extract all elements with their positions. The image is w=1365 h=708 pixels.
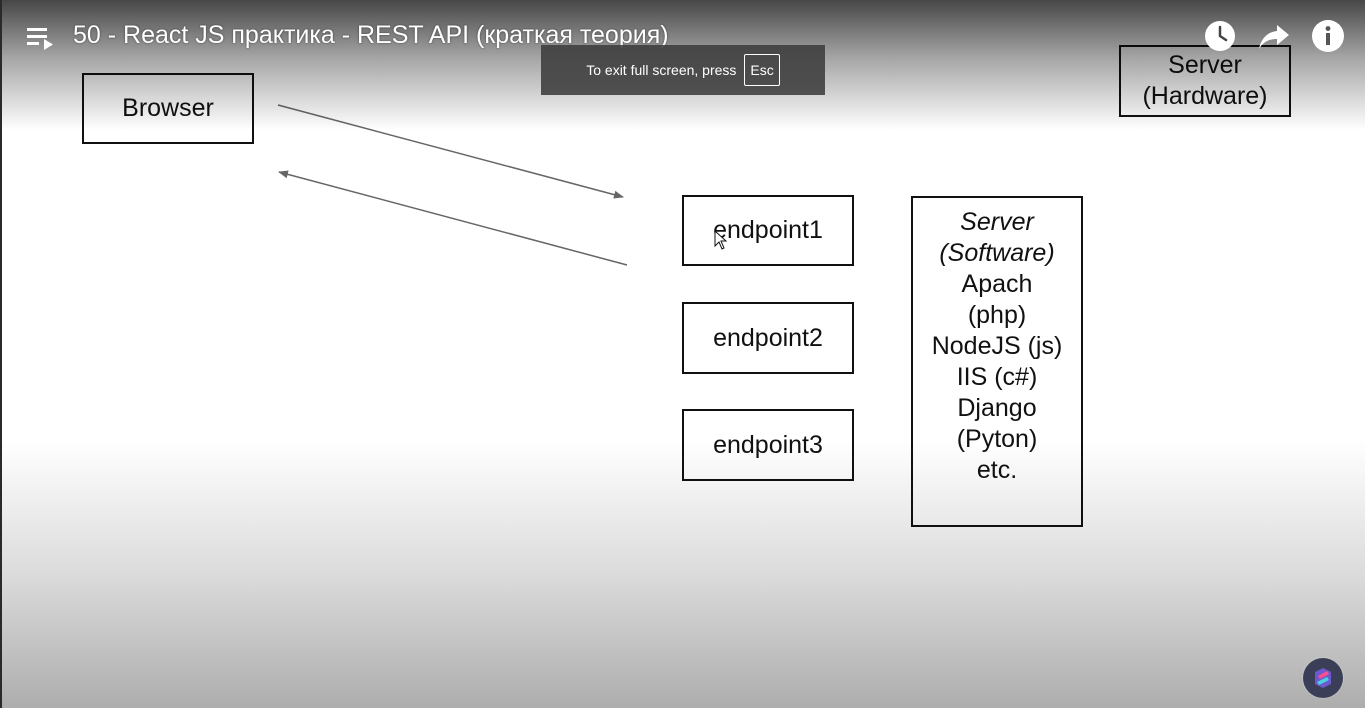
playlist-icon[interactable]: [25, 25, 55, 51]
frame-edge: [0, 0, 2, 708]
server-hardware-line-1: Server: [1168, 51, 1242, 79]
browser-label: Browser: [122, 94, 214, 122]
endpoint-label: endpoint3: [713, 430, 823, 459]
endpoint-label: endpoint2: [713, 323, 823, 352]
server-software-item: (php): [967, 301, 1027, 329]
server-hardware-box: Server (Hardware): [1119, 45, 1291, 117]
server-software-heading-1: Server: [960, 208, 1034, 236]
fullscreen-exit-toast: To exit full screen, press Esc: [541, 45, 825, 95]
endpoint-box-3: endpoint3: [682, 409, 854, 481]
toast-message: To exit full screen, press: [586, 62, 737, 78]
video-title[interactable]: 50 - React JS практика - REST API (кратк…: [73, 21, 669, 49]
server-software-item: etc.: [976, 456, 1018, 484]
clock-icon[interactable]: [1202, 18, 1238, 54]
server-software-heading-2: (Software): [939, 239, 1055, 267]
channel-badge-icon[interactable]: [1303, 658, 1343, 698]
browser-box: Browser: [82, 73, 254, 144]
server-software-item: (Pyton): [956, 425, 1038, 453]
server-hardware-line-2: (Hardware): [1142, 82, 1268, 110]
endpoint-box-1: endpoint1: [682, 195, 854, 266]
share-icon[interactable]: [1256, 18, 1292, 54]
server-software-box: Server (Software) Apach (php) NodeJS (js…: [911, 196, 1083, 527]
server-software-item: NodeJS (js): [931, 332, 1063, 360]
server-software-item: Django: [957, 394, 1037, 422]
response-arrow: [278, 170, 628, 266]
endpoint-box-2: endpoint2: [682, 302, 854, 374]
mouse-cursor-icon: [714, 230, 728, 250]
request-arrow: [277, 104, 624, 199]
channel-logo-icon: [1315, 668, 1331, 688]
endpoint-label: endpoint1: [713, 216, 823, 244]
info-icon[interactable]: [1310, 18, 1346, 54]
server-software-item: Apach: [961, 270, 1033, 298]
server-software-item: IIS (c#): [956, 363, 1038, 391]
esc-key: Esc: [744, 54, 780, 86]
